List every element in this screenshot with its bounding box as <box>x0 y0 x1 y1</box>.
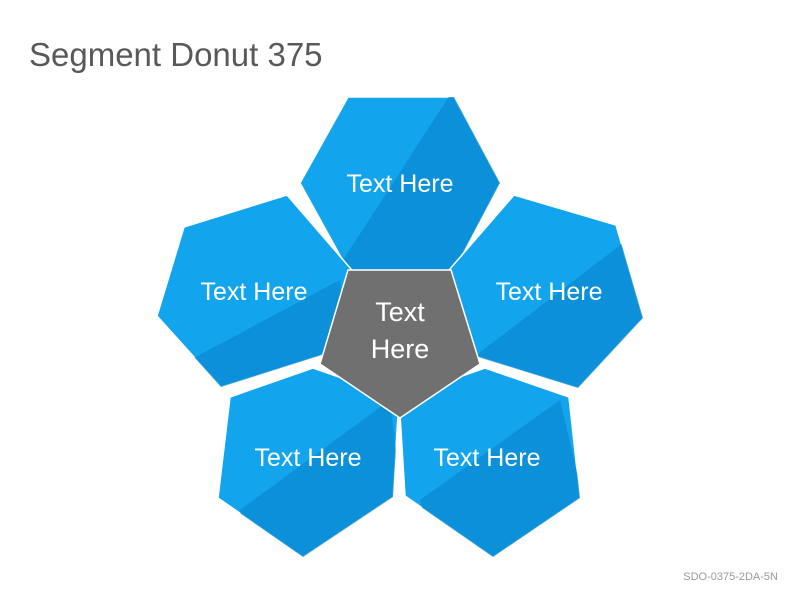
center-label-line2: Here <box>371 334 430 364</box>
segment-bottom-right-label: Text Here <box>434 444 541 472</box>
segment-bottom-left[interactable]: Text Here <box>217 367 410 570</box>
center-pentagon[interactable]: Text Here <box>319 269 481 419</box>
segment-bottom-left-label: Text Here <box>255 444 362 472</box>
segment-right-label: Text Here <box>496 278 603 306</box>
footer-code: SDO-0375-2DA-5N <box>683 571 778 583</box>
segment-left[interactable]: Text Here <box>156 194 352 400</box>
center-label-line1: Text <box>375 297 425 327</box>
segment-top-label: Text Here <box>347 170 454 198</box>
segment-left-label: Text Here <box>201 278 308 306</box>
slide-title: Segment Donut 375 <box>29 36 323 73</box>
